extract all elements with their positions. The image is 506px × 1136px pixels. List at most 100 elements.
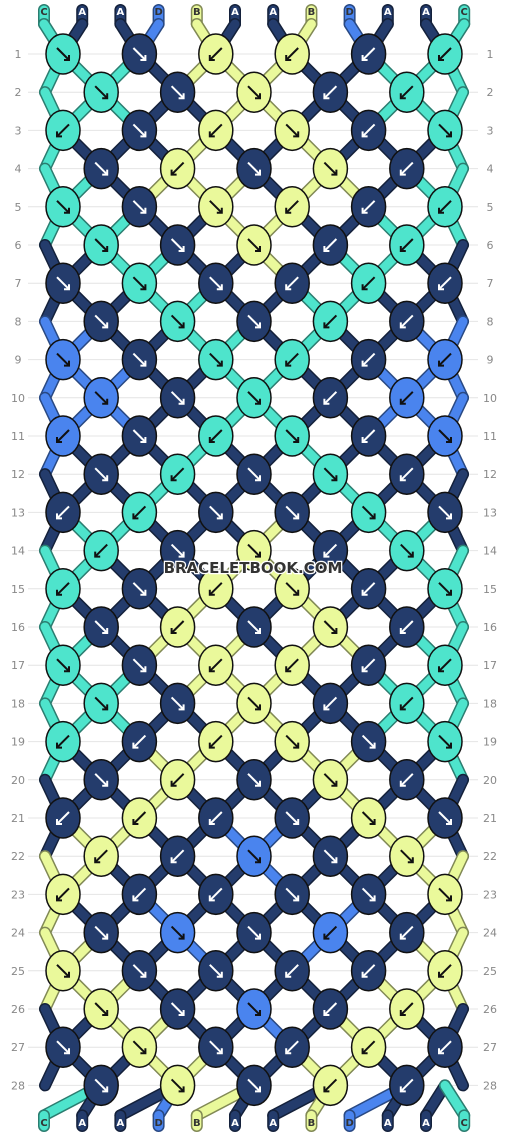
arrow-head — [361, 55, 368, 61]
row-number-left: 16 — [11, 621, 25, 634]
arrow-down-left-icon — [56, 429, 70, 443]
bottom-strand-label: A — [422, 1118, 430, 1129]
arrow-head — [399, 933, 406, 940]
knot — [121, 262, 158, 304]
arrow-head — [94, 551, 101, 558]
row-number-left: 9 — [15, 354, 22, 367]
arrow-down-left-icon — [438, 200, 452, 214]
arrow-down-right-icon — [56, 964, 70, 978]
row-number-left: 28 — [11, 1079, 25, 1092]
arrow-head — [140, 437, 147, 443]
arrow-down-right-icon — [438, 429, 452, 443]
arrow-head — [170, 780, 177, 787]
knot — [45, 415, 81, 457]
arrow-down-left-icon — [438, 47, 452, 61]
top-strand-label: A — [269, 7, 277, 18]
arrow-head — [369, 895, 376, 902]
knot — [83, 224, 119, 266]
row-number-right: 6 — [487, 239, 494, 252]
arrow-down-right-icon — [132, 964, 147, 978]
arrow-head — [407, 551, 414, 558]
arrow-head — [140, 1048, 147, 1055]
arrow-head — [331, 628, 338, 634]
knot — [198, 873, 234, 916]
arrow-down-right-icon — [323, 620, 338, 634]
arrow-head — [438, 1048, 444, 1055]
knot — [45, 33, 81, 75]
row-number-left: 18 — [11, 697, 25, 710]
knot — [427, 33, 463, 75]
row-number-left: 10 — [11, 392, 25, 405]
bottom-strand-label: D — [345, 1118, 353, 1129]
top-strand-label: D — [154, 7, 162, 18]
arrow-head — [255, 704, 261, 711]
arrow-head — [255, 1010, 261, 1016]
arrow-head — [208, 666, 215, 673]
knot — [198, 186, 234, 228]
arrow-down-right-icon — [247, 773, 261, 787]
knot — [83, 147, 119, 190]
row-number-right: 27 — [483, 1041, 497, 1054]
knot — [350, 720, 387, 763]
knot — [389, 224, 425, 266]
arrow-down-right-icon — [94, 620, 108, 634]
arrow-head — [64, 284, 70, 291]
knot — [427, 644, 463, 686]
knot — [427, 186, 463, 228]
arrow-head — [140, 360, 147, 367]
arrow-down-right-icon — [285, 582, 299, 596]
row-number-right: 28 — [483, 1079, 497, 1092]
arrow-down-right-icon — [247, 467, 261, 481]
arrow-head — [178, 1086, 185, 1093]
arrow-head — [446, 742, 452, 749]
knot — [350, 33, 387, 75]
arrow-down-right-icon — [400, 849, 414, 863]
knot — [427, 797, 463, 839]
arrow-down-left-icon — [361, 429, 376, 443]
arrow-head — [293, 131, 300, 138]
knot — [236, 1064, 272, 1107]
row-number-left: 1 — [15, 48, 22, 61]
arrow-down-left-icon — [56, 505, 70, 520]
knot — [45, 186, 81, 228]
arrow-down-right-icon — [170, 1002, 185, 1016]
row-number-right: 21 — [483, 812, 497, 825]
arrow-head — [399, 628, 406, 634]
arrow-head — [132, 819, 139, 825]
knot — [121, 491, 158, 534]
arrow-down-left-icon — [285, 964, 299, 978]
knot — [389, 988, 425, 1030]
arrow-head — [361, 589, 368, 596]
knot — [389, 606, 425, 648]
arrow-down-right-icon — [132, 1040, 147, 1054]
arrow-down-right-icon — [132, 47, 147, 61]
knot — [45, 720, 81, 763]
arrow-down-right-icon — [94, 314, 108, 329]
row-number-right: 24 — [483, 927, 497, 940]
knot — [350, 338, 387, 381]
knot — [274, 720, 310, 763]
arrow-down-right-icon — [209, 505, 223, 520]
arrow-down-left-icon — [323, 1078, 338, 1093]
arrow-head — [285, 55, 292, 61]
arrow-head — [102, 704, 109, 711]
arrow-head — [216, 1048, 223, 1055]
arrow-head — [178, 704, 185, 711]
knot — [236, 682, 272, 725]
knot — [427, 109, 463, 152]
arrow-down-left-icon — [56, 887, 70, 902]
knot — [312, 682, 349, 725]
row-number-left: 26 — [11, 1003, 25, 1016]
arrow-down-left-icon — [400, 620, 414, 634]
arrow-head — [255, 857, 261, 864]
knot — [236, 529, 272, 572]
bottom-strand-label: C — [461, 1118, 468, 1129]
top-strand-label: D — [345, 7, 353, 18]
arrow-down-right-icon — [94, 773, 108, 787]
arrow-head — [399, 1086, 406, 1093]
arrow-head — [399, 475, 406, 482]
arrow-down-right-icon — [132, 352, 147, 367]
arrow-head — [446, 513, 452, 520]
arrow-down-right-icon — [438, 811, 452, 825]
arrow-head — [255, 322, 261, 329]
